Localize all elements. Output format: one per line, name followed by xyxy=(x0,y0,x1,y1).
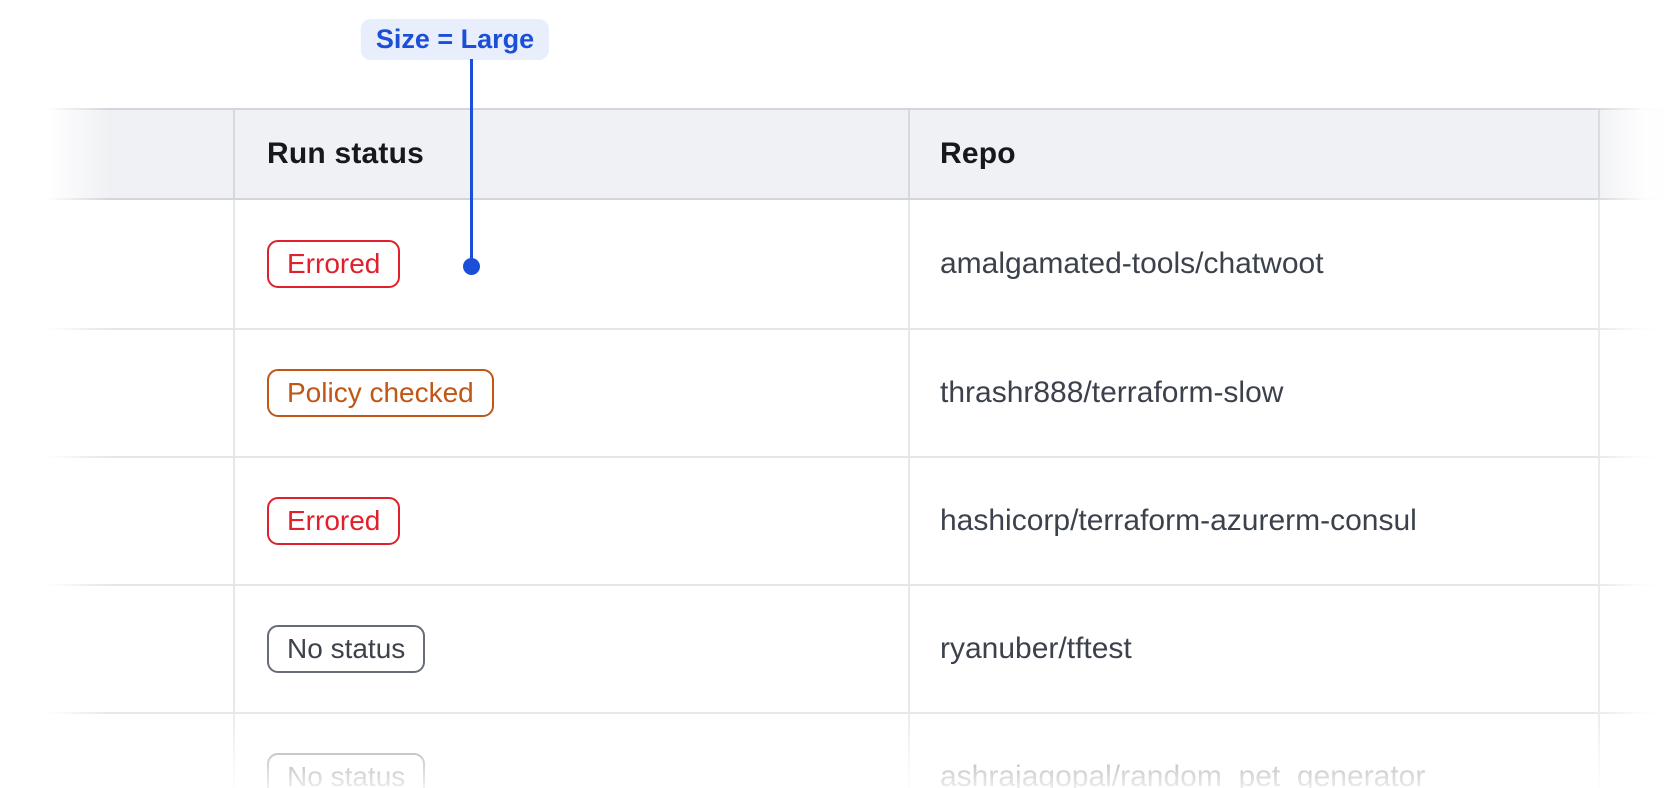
run-status-cell: Policy checked xyxy=(233,330,908,456)
repo-cell: amalgamated-tools/chatwoot xyxy=(908,200,1598,328)
column-header-leading xyxy=(43,110,233,198)
repo-cell: hashicorp/terraform-azurerm-consul xyxy=(908,458,1598,584)
leading-cell xyxy=(43,330,233,456)
trailing-cell xyxy=(1598,714,1672,788)
column-header-repo: Repo xyxy=(908,110,1598,198)
table-row[interactable]: Errored amalgamated-tools/chatwoot xyxy=(43,200,1672,328)
workspaces-table: Run status Repo Errored amalgamated-tool… xyxy=(43,108,1672,788)
size-annotation-label: Size = Large xyxy=(360,19,550,60)
repo-name: thrashr888/terraform-slow xyxy=(940,376,1284,409)
column-header-run-status: Run status xyxy=(233,110,908,198)
run-status-cell: Errored xyxy=(233,458,908,584)
run-status-badge: No status xyxy=(267,625,426,673)
table-row[interactable]: Policy checked thrashr888/terraform-slow xyxy=(43,328,1672,456)
repo-name: amalgamated-tools/chatwoot xyxy=(940,247,1324,280)
table-row[interactable]: No status ashrajagopal/random_pet_genera… xyxy=(43,712,1672,788)
run-status-badge: Errored xyxy=(267,497,401,545)
table-header-row: Run status Repo xyxy=(43,108,1672,200)
table-row[interactable]: No status ryanuber/tftest xyxy=(43,584,1672,712)
run-status-cell: No status xyxy=(233,586,908,712)
leading-cell xyxy=(43,586,233,712)
trailing-cell xyxy=(1598,586,1672,712)
repo-name: ashrajagopal/random_pet_generator xyxy=(940,760,1426,788)
repo-cell: ashrajagopal/random_pet_generator xyxy=(908,714,1598,788)
repo-header-label: Repo xyxy=(940,137,1016,170)
repo-cell: ryanuber/tftest xyxy=(908,586,1598,712)
run-status-badge: No status xyxy=(267,753,426,788)
repo-name: ryanuber/tftest xyxy=(940,632,1132,665)
repo-name: hashicorp/terraform-azurerm-consul xyxy=(940,504,1417,537)
leading-cell xyxy=(43,714,233,788)
run-status-header-label: Run status xyxy=(267,137,425,170)
leading-cell xyxy=(43,200,233,328)
trailing-cell xyxy=(1598,458,1672,584)
run-status-cell: Errored xyxy=(233,200,908,328)
run-status-badge: Errored xyxy=(267,240,401,288)
run-status-badge: Policy checked xyxy=(267,369,494,417)
table-row[interactable]: Errored hashicorp/terraform-azurerm-cons… xyxy=(43,456,1672,584)
trailing-cell xyxy=(1598,200,1672,328)
repo-cell: thrashr888/terraform-slow xyxy=(908,330,1598,456)
run-status-cell: No status xyxy=(233,714,908,788)
column-header-trailing xyxy=(1598,110,1672,198)
leading-cell xyxy=(43,458,233,584)
trailing-cell xyxy=(1598,330,1672,456)
